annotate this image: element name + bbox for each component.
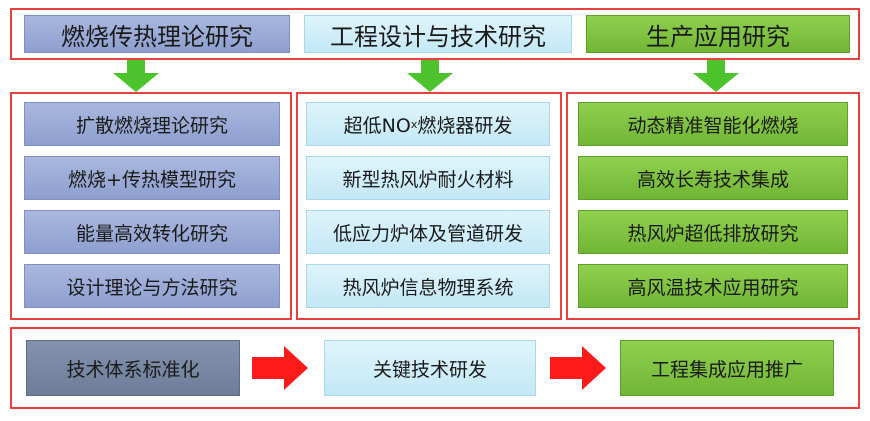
bottom-standardization: 技术体系标准化	[26, 340, 240, 396]
theory-item: 能量高效转化研究	[24, 210, 280, 254]
right-arrow-1-icon	[252, 346, 308, 390]
engineering-item: 热风炉信息物理系统	[306, 264, 550, 308]
bottom-key-tech: 关键技术研发	[324, 340, 536, 396]
engineering-item: 低应力炉体及管道研发	[306, 210, 550, 254]
theory-item: 燃烧+传热模型研究	[24, 156, 280, 200]
down-arrow-2-icon	[407, 60, 453, 92]
application-item: 高风温技术应用研究	[578, 264, 848, 308]
header-combustion-theory: 燃烧传热理论研究	[24, 15, 290, 53]
down-arrow-1-icon	[113, 60, 159, 92]
header-engineering-design: 工程设计与技术研究	[304, 15, 572, 53]
application-item: 动态精准智能化燃烧	[578, 102, 848, 146]
down-arrow-3-icon	[693, 60, 739, 92]
header-production-application: 生产应用研究	[586, 15, 850, 53]
application-item: 高效长寿技术集成	[578, 156, 848, 200]
right-arrow-2-icon	[550, 346, 606, 390]
bottom-engineering-promotion: 工程集成应用推广	[620, 340, 834, 396]
theory-item: 扩散燃烧理论研究	[24, 102, 280, 146]
application-item: 热风炉超低排放研究	[578, 210, 848, 254]
theory-item: 设计理论与方法研究	[24, 264, 280, 308]
engineering-item: 新型热风炉耐火材料	[306, 156, 550, 200]
